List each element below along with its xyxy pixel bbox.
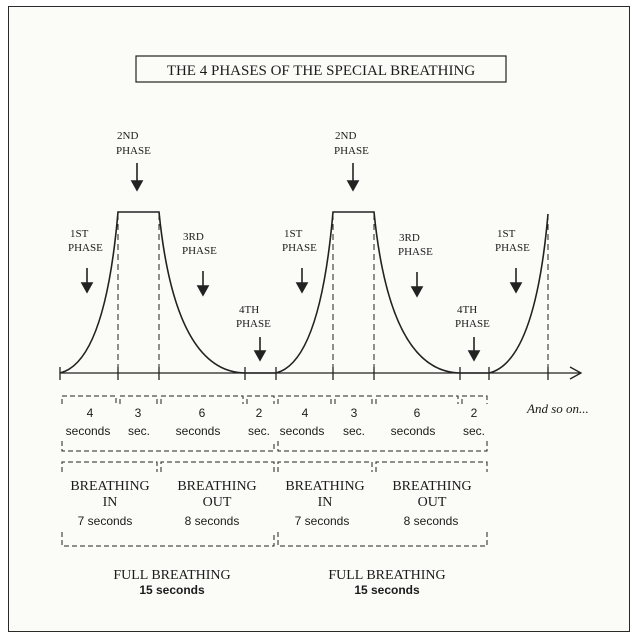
- breathing-group-times: 7 seconds 8 seconds 7 seconds 8 seconds: [78, 514, 459, 528]
- title-box: [135, 55, 507, 83]
- duration-1b-value: 4: [302, 406, 309, 420]
- phase-4b-label-line1: 4TH: [457, 304, 477, 316]
- duration-1-value: 4: [87, 406, 94, 420]
- phase-4b-label-line2: PHASE: [455, 318, 490, 330]
- full-breathing-time: 15 seconds: [139, 583, 205, 597]
- phase-labels-cycle-2: 1ST PHASE 2ND PHASE 3RD PHASE 4TH PHASE …: [282, 130, 530, 330]
- breathing-group-braces: [61, 461, 488, 547]
- phase-4-label-line2: PHASE: [236, 318, 271, 330]
- phase-1c-label-line1: 1ST: [497, 228, 516, 240]
- phase-3-label-line1: 3RD: [183, 231, 204, 243]
- phase-1b-label-line2: PHASE: [282, 242, 317, 254]
- phase-arrows: [80, 163, 523, 362]
- breathing-in-time: 7 seconds: [78, 514, 133, 528]
- arrow-down-icon: [80, 268, 94, 294]
- phase-labels-cycle-1: 1ST PHASE 2ND PHASE 3RD PHASE 4TH PHASE: [68, 130, 271, 330]
- duration-4b-unit: sec.: [463, 424, 485, 438]
- breathing-in-b-line1: BREATHING: [285, 479, 364, 494]
- full-breathing-labels: FULL BREATHING 15 seconds FULL BREATHING…: [113, 568, 445, 597]
- duration-2b-value: 3: [351, 406, 358, 420]
- phase-1-label-line1: 1ST: [70, 228, 89, 240]
- phase-2b-label-line1: 2ND: [335, 130, 356, 142]
- breathing-in-line1: BREATHING: [70, 479, 149, 494]
- duration-3b-value: 6: [414, 406, 421, 420]
- duration-2-value: 3: [135, 406, 142, 420]
- duration-braces: [61, 395, 488, 452]
- phase-1c-label-line2: PHASE: [495, 242, 530, 254]
- breathing-in-b-line2: IN: [318, 495, 333, 510]
- phase-1-label-line2: PHASE: [68, 242, 103, 254]
- breathing-group-labels: BREATHING IN BREATHING OUT BREATHING IN …: [70, 479, 471, 510]
- breathing-out-time: 8 seconds: [185, 514, 240, 528]
- duration-1b-unit: seconds: [280, 424, 325, 438]
- arrow-down-icon: [253, 337, 267, 362]
- diagram-frame: [8, 6, 630, 632]
- phase-2b-label-line2: PHASE: [334, 145, 369, 157]
- duration-2b-unit: sec.: [343, 424, 365, 438]
- duration-4b-value: 2: [471, 406, 478, 420]
- phase-3b-label-line2: PHASE: [398, 246, 433, 258]
- phase-4-label-line1: 4TH: [239, 304, 259, 316]
- breathing-out-line2: OUT: [203, 495, 232, 510]
- duration-2-unit: sec.: [128, 424, 150, 438]
- arrow-down-icon: [295, 268, 309, 294]
- breathing-out-line1: BREATHING: [177, 479, 256, 494]
- phase-2-label-line1: 2ND: [117, 130, 138, 142]
- duration-3-unit: seconds: [176, 424, 221, 438]
- arrow-down-icon: [346, 163, 360, 192]
- arrow-down-icon: [509, 268, 523, 294]
- arrow-down-icon: [196, 271, 210, 297]
- arrow-down-icon: [467, 337, 481, 362]
- breathing-in-line2: IN: [103, 495, 118, 510]
- phase-boundary-lines: [117, 214, 549, 373]
- breathing-out-b-time: 8 seconds: [404, 514, 459, 528]
- arrow-down-icon: [410, 272, 424, 298]
- and-so-on-label: And so on...: [526, 401, 589, 416]
- duration-4-value: 2: [256, 406, 263, 420]
- full-breathing-label: FULL BREATHING: [113, 568, 230, 583]
- duration-4-unit: sec.: [248, 424, 270, 438]
- diagram-title: THE 4 PHASES OF THE SPECIAL BREATHING: [167, 63, 476, 79]
- duration-1-unit: seconds: [66, 424, 111, 438]
- breathing-in-b-time: 7 seconds: [295, 514, 350, 528]
- duration-labels: 4 seconds 3 sec. 6 seconds 2 sec. 4 seco…: [66, 406, 485, 438]
- time-axis: [59, 366, 583, 380]
- phase-3b-label-line1: 3RD: [399, 232, 420, 244]
- arrow-down-icon: [130, 163, 144, 192]
- duration-3b-unit: seconds: [391, 424, 436, 438]
- breathing-out-b-line2: OUT: [418, 495, 447, 510]
- full-breathing-b-time: 15 seconds: [354, 583, 420, 597]
- breathing-out-b-line1: BREATHING: [392, 479, 471, 494]
- phase-3-label-line2: PHASE: [182, 245, 217, 257]
- phase-1b-label-line1: 1ST: [284, 228, 303, 240]
- full-breathing-b-label: FULL BREATHING: [328, 568, 445, 583]
- duration-3-value: 6: [199, 406, 206, 420]
- phase-2-label-line2: PHASE: [116, 145, 151, 157]
- breathing-curve: [59, 211, 549, 374]
